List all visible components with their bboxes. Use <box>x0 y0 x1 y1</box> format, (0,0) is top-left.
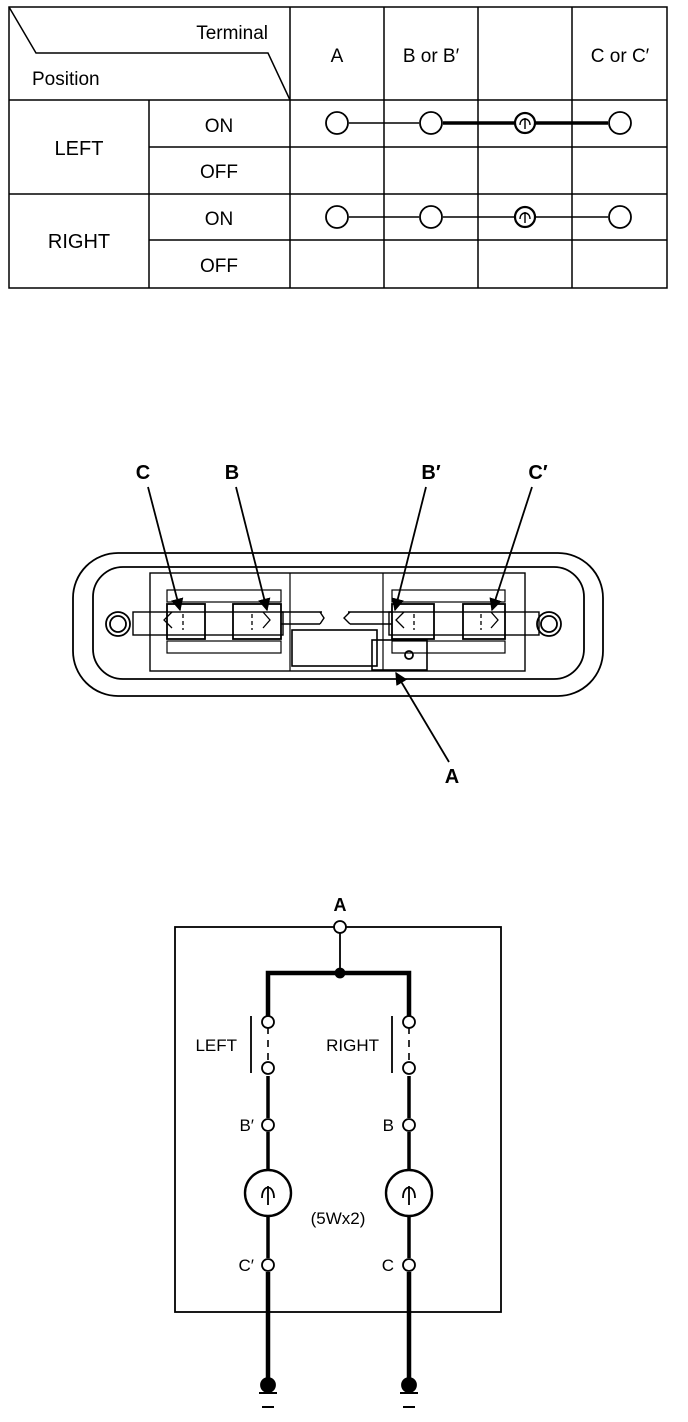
terminal-dot <box>325 111 349 135</box>
column-header-c: C or C′ <box>591 46 650 67</box>
terminal-dot <box>608 205 632 229</box>
circuit-schematic <box>174 926 502 1408</box>
mounting-hole-right-inner <box>540 615 558 633</box>
header-terminal: Terminal <box>196 23 268 44</box>
ground-dot-right <box>401 1377 417 1393</box>
switch-left-bottom <box>261 1061 275 1075</box>
terminal-dot <box>608 111 632 135</box>
arrow-b <box>235 486 271 612</box>
terminal-dot <box>419 205 443 229</box>
callout-label-b: B <box>225 462 239 484</box>
node-b-prime <box>261 1118 275 1132</box>
arrow-c <box>147 486 184 612</box>
continuity-table <box>8 6 668 289</box>
mounting-hole-left <box>105 611 131 637</box>
callout-label-a: A <box>445 766 459 788</box>
terminal-label-c: C <box>382 1256 394 1275</box>
ground-dot-left <box>260 1377 276 1393</box>
bulb-left-icon <box>243 1168 293 1218</box>
arrow-a <box>395 671 450 763</box>
junction-dot <box>334 967 346 979</box>
continuity-left-on <box>325 111 632 135</box>
terminal-label-b: B <box>383 1116 394 1135</box>
bulb-rating: (5Wx2) <box>311 1209 366 1228</box>
terminal-label-b-prime: B′ <box>239 1116 254 1135</box>
column-header-b: B or B′ <box>403 46 460 67</box>
row-position-left: LEFT <box>55 138 104 160</box>
row-position-right: RIGHT <box>48 231 110 253</box>
header-position: Position <box>32 69 100 90</box>
arrow-b-prime <box>391 486 427 612</box>
circuit-nodes <box>260 920 417 1393</box>
row-state-left-on: ON <box>205 116 234 137</box>
callout-label-c: C <box>136 462 150 484</box>
node-b <box>402 1118 416 1132</box>
row-state-left-off: OFF <box>200 162 238 183</box>
node-c-prime <box>261 1258 275 1272</box>
callout-label-b-prime: B′ <box>421 462 440 484</box>
mounting-hole-right <box>536 611 562 637</box>
continuity-right-on <box>325 205 632 229</box>
node-a <box>333 920 347 934</box>
mounting-hole-left-inner <box>109 615 127 633</box>
switch-label-right: RIGHT <box>326 1036 379 1055</box>
node-c <box>402 1258 416 1272</box>
switch-left-top <box>261 1015 275 1029</box>
circuit-box <box>174 926 502 1313</box>
bulb-right-icon <box>384 1168 434 1218</box>
callout-arrows <box>147 486 533 763</box>
terminal-dot <box>325 205 349 229</box>
callout-label-c-prime: C′ <box>528 462 547 484</box>
header-diagonal <box>8 6 291 101</box>
column-header-a: A <box>331 46 344 67</box>
terminal-dot <box>419 111 443 135</box>
switch-right-bottom <box>402 1061 416 1075</box>
circuit-label-a: A <box>334 895 347 915</box>
terminal-label-c-prime: C′ <box>239 1256 254 1275</box>
arrow-c-prime <box>489 486 533 612</box>
switch-right-top <box>402 1015 416 1029</box>
switch-label-left: LEFT <box>195 1036 237 1055</box>
connector-housing <box>72 552 604 697</box>
row-state-right-on: ON <box>205 209 234 230</box>
row-state-right-off: OFF <box>200 256 238 277</box>
